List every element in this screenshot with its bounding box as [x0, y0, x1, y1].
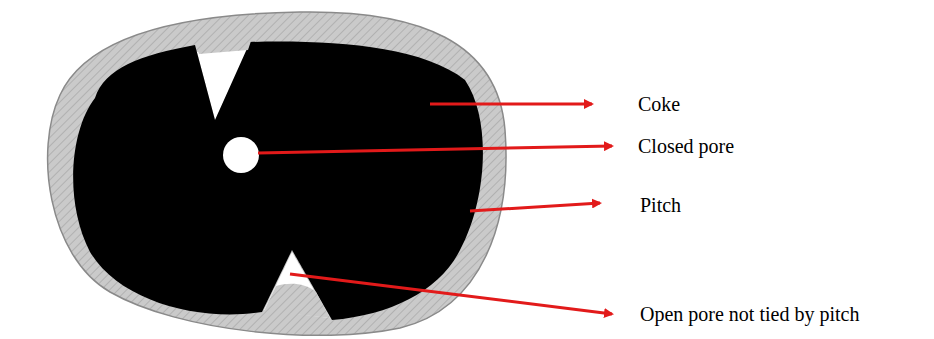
leader-arrow	[258, 146, 612, 153]
leader-arrow	[470, 203, 600, 211]
callout-label: Open pore not tied by pitch	[640, 302, 859, 326]
coke-core	[73, 42, 483, 320]
open-pore-top-cap	[196, 41, 251, 54]
open-pore-bottom-pitch	[264, 284, 330, 318]
open-pore-bottom	[264, 252, 330, 318]
leader-arrow	[430, 103, 592, 106]
leader-arrow	[290, 274, 612, 314]
callout-label: Closed pore	[638, 134, 734, 158]
pitch-coating	[48, 12, 506, 335]
callout-label: Pitch	[640, 193, 681, 217]
closed-pore	[223, 137, 259, 173]
callout-label: Coke	[638, 92, 680, 116]
